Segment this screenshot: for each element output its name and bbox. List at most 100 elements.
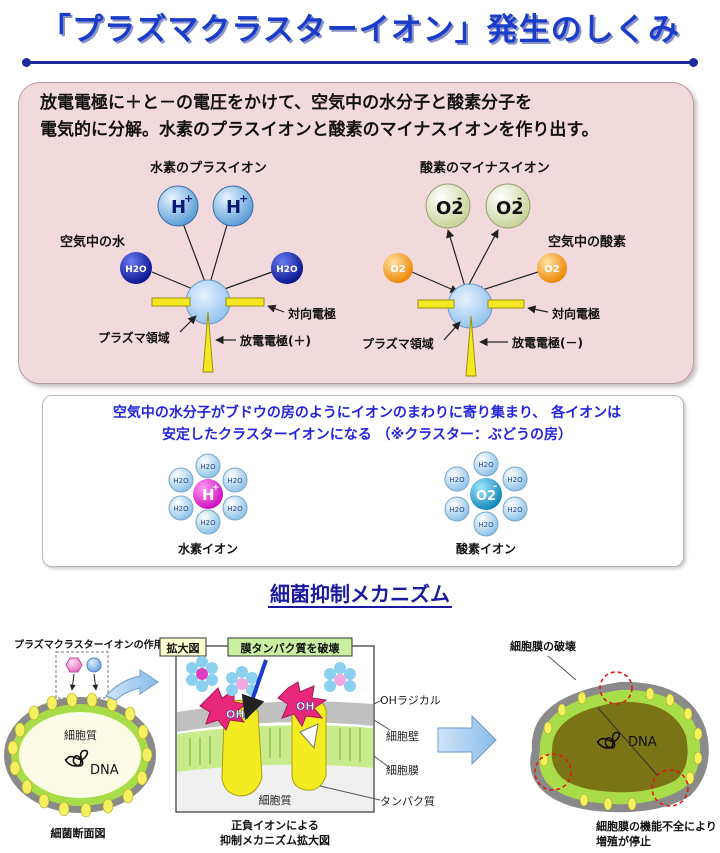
oxygen-molecule-left [383, 253, 413, 283]
h-ion-1 [157, 185, 199, 227]
dna2-label: DNA [628, 735, 657, 750]
plasma-region-right-label: プラズマ領域 [362, 336, 434, 351]
oxygen-ion-label: 酸素のマイナスイオン [420, 160, 550, 176]
oxygen-generation-group: 酸素のマイナスイオン O2 - O2 - 空気中の酸素 O2 O2 対向電極 プ… [362, 160, 626, 377]
oxygen-molecule-right-text: O2 [544, 264, 560, 275]
protein-label: タンパク質 [380, 794, 435, 808]
result-line1: 細胞膜の機能不全により [596, 819, 717, 833]
cluster-ion-panel [42, 395, 684, 567]
dna-strand [64, 749, 89, 767]
section-title-mechanism: 細菌抑制メカニズム [268, 582, 452, 608]
counter-electrode-right-label: 対向電極 [551, 306, 600, 321]
bacteria-cross-section: 細胞質 DNA [4, 692, 156, 818]
oxygen-molecule-left-text: O2 [390, 264, 406, 275]
break-pointer-line [597, 707, 659, 777]
ion-arrow-right [92, 673, 99, 691]
plasma-region-left-label: プラズマ領域 [98, 330, 170, 345]
break-marker-bottom [651, 769, 689, 807]
water-molecule-left [120, 252, 152, 284]
ion-action-box [55, 651, 109, 699]
discharge-electrode-left [202, 311, 214, 373]
burst-right [277, 681, 328, 728]
cytoplasm-label: 細胞質 [64, 728, 97, 742]
damage-arrow [299, 723, 319, 750]
result-line2: 増殖が停止 [596, 834, 651, 848]
enlarged-caption-line2: 抑制メカニズム拡大図 [220, 833, 330, 847]
membrane-break-label: 細胞膜の破壊 [510, 639, 577, 653]
break-marker-top [599, 671, 633, 705]
hydrogen-generation-group: 水素のプラスイオン H + H + 空気中の水 H2O H2O 対向電極 プラズ… [60, 160, 336, 373]
discharge-electrode-right-label: 放電電極(－) [511, 335, 583, 350]
o-ion-1-symbol: O2 [436, 198, 464, 219]
arrow-oxygen-left [411, 271, 459, 293]
counter-electrode-left-label: 対向電極 [287, 306, 336, 321]
o-ion-2-charge: - [517, 191, 522, 205]
positive-ion-icon [65, 657, 83, 673]
enlarged-caption-line1: 正負イオンによる [231, 818, 319, 832]
ion-generation-panel [18, 82, 694, 384]
destroy-tag: 膜タンパク質を破壊 [241, 641, 341, 655]
o-ion-1 [425, 183, 471, 229]
cell-membrane-label: 細胞膜 [386, 764, 419, 777]
counter-electrode-right-pointer [527, 305, 549, 314]
counter-electrode-right-b [487, 299, 525, 309]
water-molecule-right-text: H2O [276, 265, 298, 275]
o-ion-2 [485, 183, 531, 229]
ion-action-label: プラズマクラスターイオンの作用 [14, 638, 164, 651]
arrow-to-o-ion-2 [465, 229, 499, 291]
attack-arrow [241, 659, 268, 721]
counter-electrode-left-a [151, 297, 191, 307]
discharge-electrode-left-label: 放電電極(＋) [239, 333, 311, 348]
title-rule [22, 58, 698, 67]
plasma-region-right [447, 283, 493, 329]
damaged-cytoplasm [551, 701, 688, 793]
oh-left: OH [226, 708, 245, 721]
h-ion-1-charge: + [184, 192, 193, 205]
oh-radical-label: OHラジカル [380, 694, 441, 707]
h-ion-1-symbol: H [171, 197, 186, 218]
membrane-break-pointer [547, 655, 577, 681]
result-arrow [437, 714, 497, 766]
page-title: 「プラズマクラスターイオン」発生のしくみ [40, 12, 680, 48]
break-marker-left [534, 753, 572, 791]
cell-wall-pointer [373, 719, 391, 731]
dna-label: DNA [90, 763, 119, 778]
enlarged-cluster-right [324, 662, 356, 692]
ion-arrow-left [69, 673, 76, 691]
bacteria-caption: 細菌断面図 [51, 826, 106, 840]
damaged-bacteria: DNA [530, 671, 709, 813]
burst-left [199, 687, 248, 731]
discharge-electrode-right [465, 315, 477, 377]
counter-electrode-left-b [225, 297, 265, 307]
water-molecule-left-text: H2O [125, 265, 147, 275]
oxygen-label: 空気中の酸素 [548, 234, 626, 250]
cell-membrane-layer [177, 725, 373, 772]
enlarged-tag: 拡大図 [167, 641, 200, 655]
oh-right: OH [296, 700, 315, 713]
arrow-to-o-ion-1 [446, 229, 467, 291]
destroy-tag-box [227, 637, 353, 657]
protein-pointer [319, 785, 381, 801]
hydrogen-ion-label: 水素のプラスイオン [150, 160, 267, 176]
dna-strand-damaged [596, 731, 621, 749]
plasma-right-pointer [443, 321, 461, 341]
arrow-oxygen-right [475, 271, 539, 294]
negative-ion-icon [86, 657, 102, 673]
cytoplasm2-label: 細胞質 [259, 793, 292, 807]
cell-membrane-pointer [373, 755, 391, 769]
enlarged-tag-box [159, 637, 207, 657]
h-ion-2-symbol: H [226, 197, 241, 218]
h-ion-2 [212, 185, 254, 227]
zoom-arrow [105, 669, 159, 701]
arrow-to-h-ion-1 [179, 217, 209, 291]
counter-electrode-right-a [417, 299, 455, 309]
oh-radical-pointer [373, 699, 383, 705]
o-ion-1-charge: - [457, 191, 462, 205]
cell-wall-label: 細胞壁 [386, 729, 419, 743]
enlarged-cluster-left [186, 656, 218, 692]
arrow-to-h-ion-2 [207, 217, 231, 291]
h-ion-2-charge: + [239, 192, 248, 205]
bacteria-mechanism-diagram: プラズマクラスターイオンの作用 細胞質 DNA 細菌断面図 拡大図 膜タンパク質… [4, 637, 717, 848]
counter-electrode-left-pointer [267, 304, 285, 313]
